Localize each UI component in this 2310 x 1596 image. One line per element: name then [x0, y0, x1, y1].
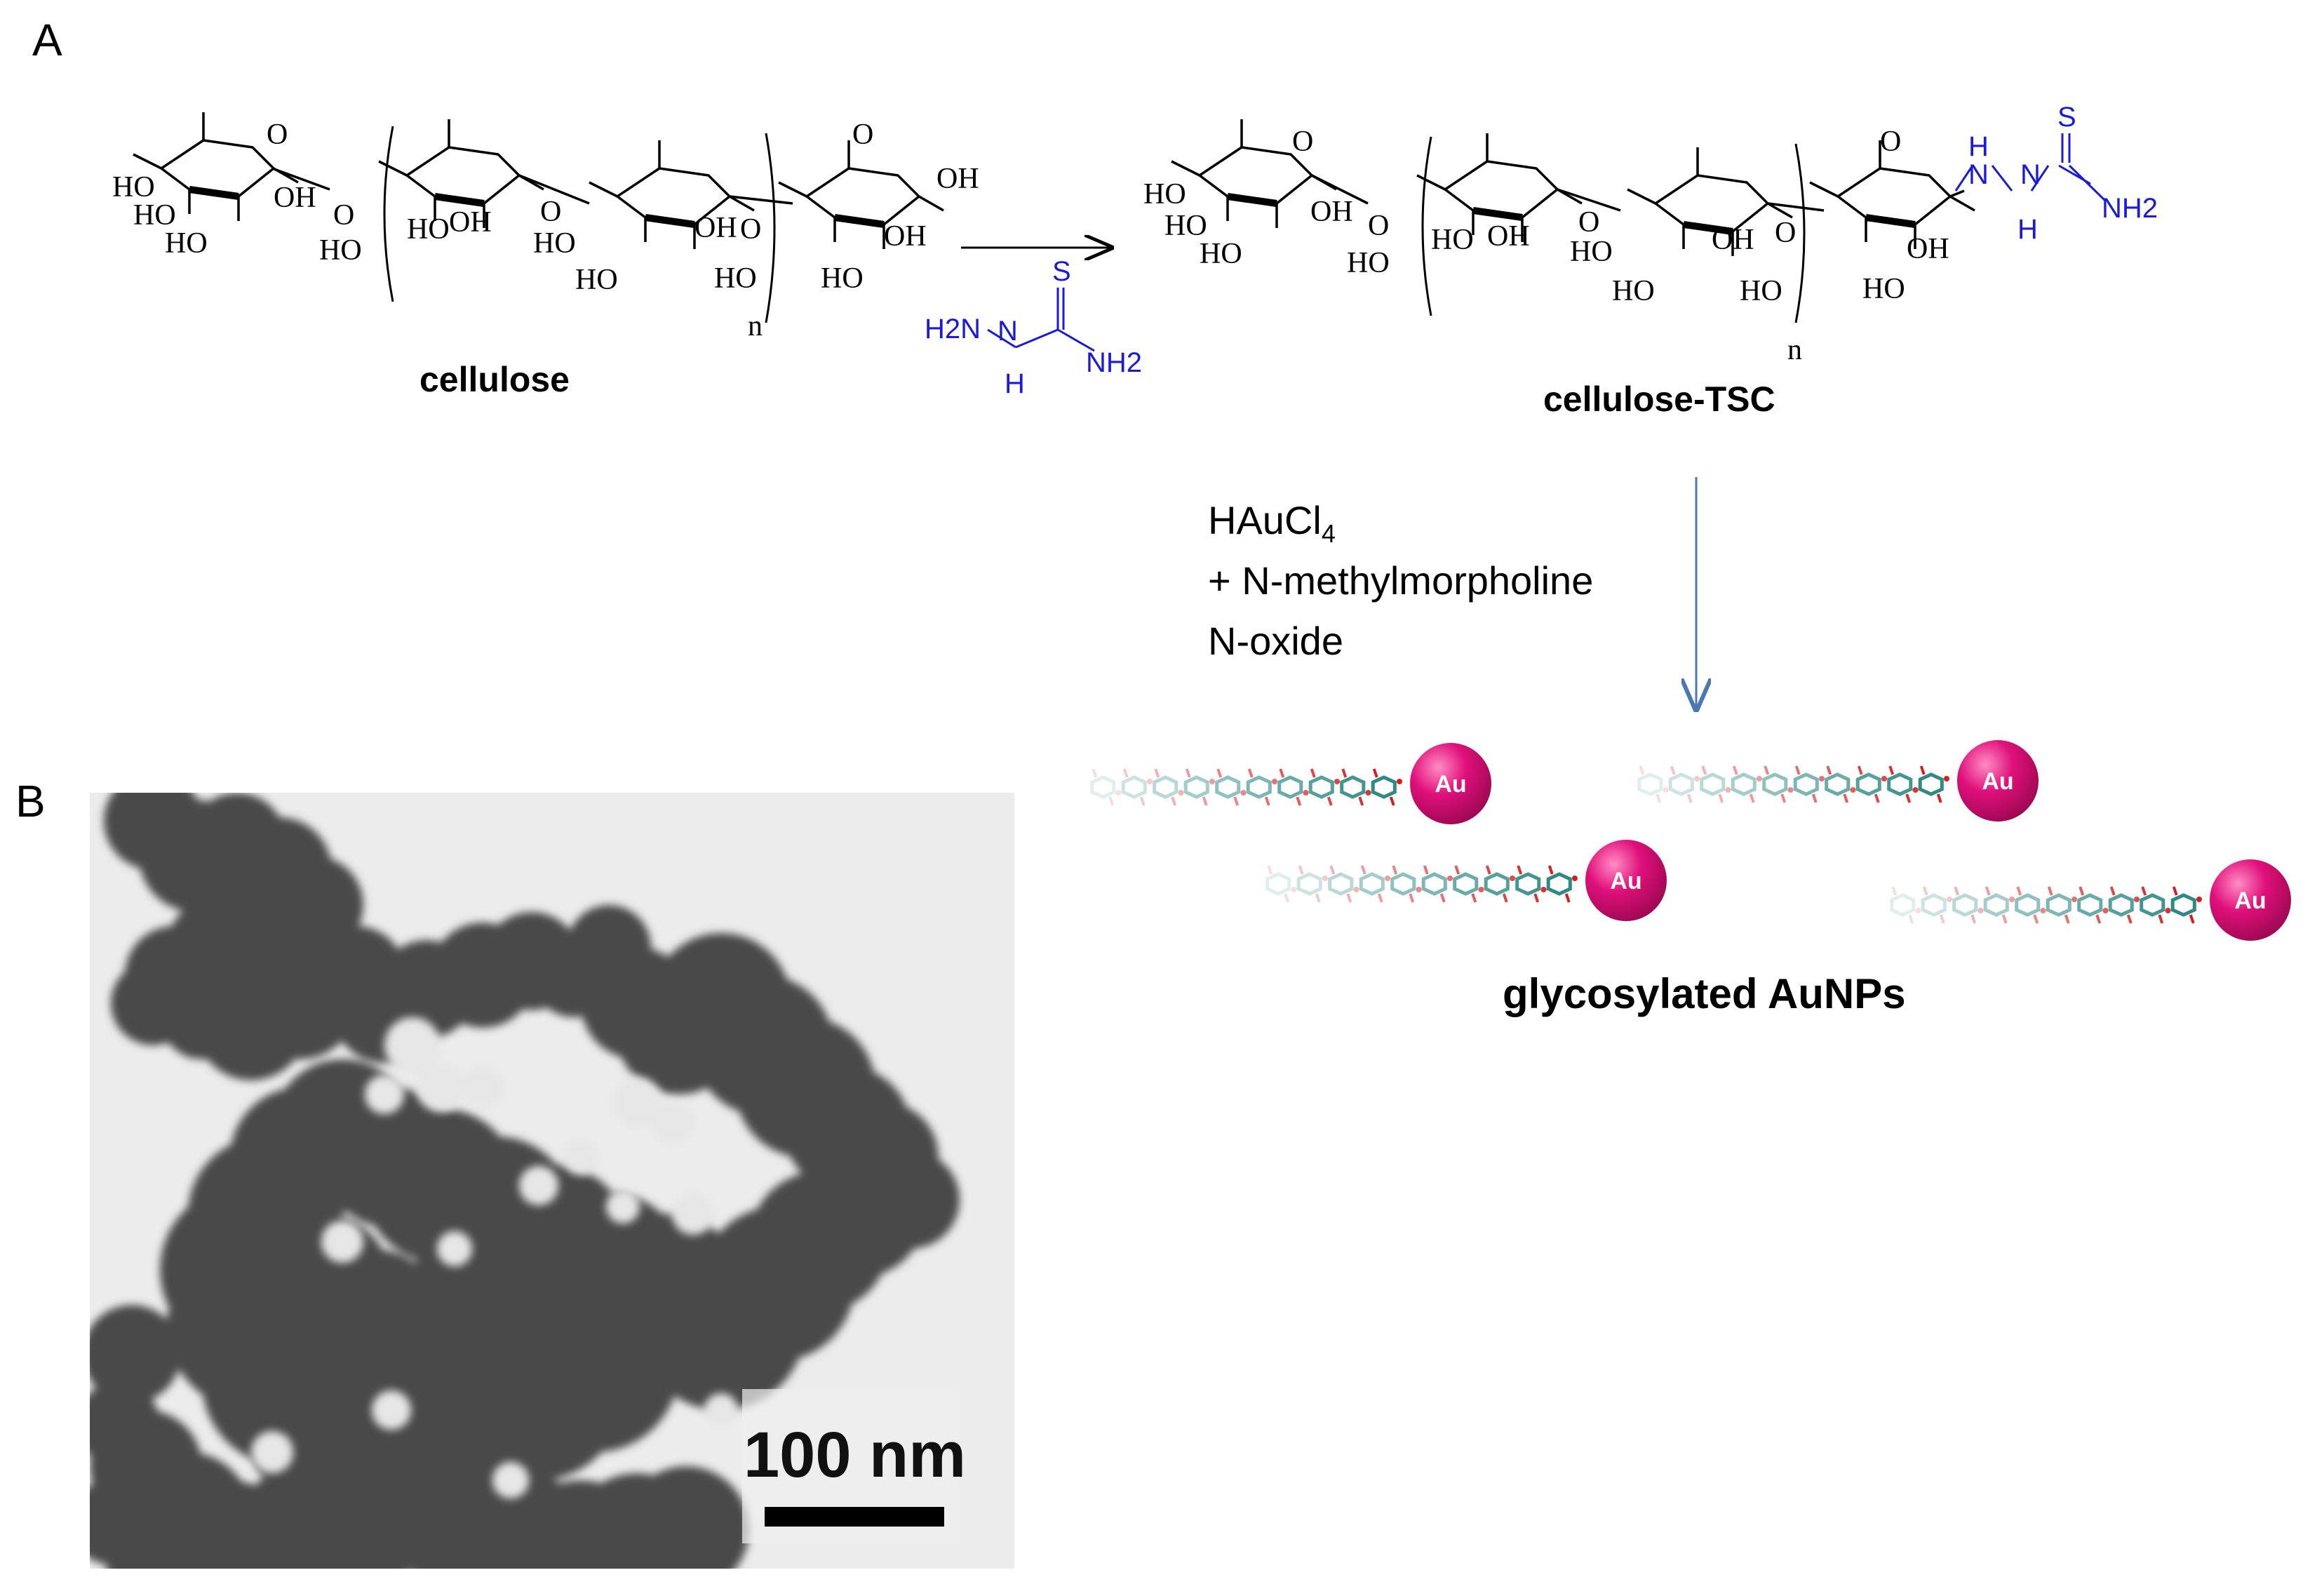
gold-nanoparticle-label: Au: [2234, 887, 2266, 914]
conditions-reagent-formula: HAuCl: [1208, 498, 1322, 542]
ring-oxygen-3: O: [740, 213, 761, 246]
tsc-group-label-10: HO: [1740, 275, 1782, 307]
conditions-line-3: N-oxide: [1208, 619, 1343, 663]
group-label-11: HO: [821, 262, 864, 295]
ring-oxygen-4: O: [852, 119, 873, 151]
tsc-group-label-2: HO: [1200, 238, 1242, 270]
glycan-chain: [1090, 768, 1402, 806]
tsc-ring-oxygen-0: O: [1292, 126, 1313, 158]
group-label-5: HO: [407, 213, 450, 246]
gold-nanoparticle: [1957, 740, 2039, 822]
tsc-group-label-8: HO: [1612, 275, 1655, 307]
tsc-s: S: [2057, 102, 2076, 133]
thiosemicarbazone-group: [1954, 133, 2106, 201]
tsc-group-label-4: HO: [1347, 247, 1390, 279]
tsc-group-label-7: HO: [1570, 236, 1613, 268]
group-label-6: OH: [449, 206, 492, 239]
group-label-4: HO: [319, 234, 362, 267]
gold-nanoparticle: [1585, 840, 1667, 921]
group-label-8: HO: [575, 264, 618, 296]
tsc-h-bottom: H: [2017, 214, 2038, 245]
scale-bar: [765, 1507, 944, 1527]
tsc-n-2: N: [2020, 159, 2041, 190]
tsc-ring-oxygen-2: O: [1578, 206, 1599, 239]
tsc-ring-oxygen-4: O: [1880, 126, 1901, 158]
group-label-2: HO: [165, 227, 208, 260]
tsc-group-label-6: OH: [1487, 220, 1530, 253]
gold-nanoparticle: [1410, 743, 1491, 824]
group-label-12: OH: [884, 220, 927, 253]
cellulose-label: cellulose: [419, 360, 570, 399]
tsc-group-label-9: OH: [1712, 224, 1754, 256]
group-label-10: HO: [714, 262, 757, 295]
scale-bar-label: 100 nm: [744, 1419, 966, 1491]
group-label-13: OH: [936, 163, 979, 195]
reagent-s: S: [1052, 256, 1071, 287]
tsc-h-top: H: [1968, 131, 1989, 162]
tsc-ring-oxygen-1: O: [1368, 210, 1389, 242]
tsc-nh2: NH2: [2102, 193, 2158, 224]
glycan-chain: [1265, 865, 1578, 903]
tsc-group-label-12: OH: [1907, 233, 1949, 265]
product-label: glycosylated AuNPs: [1503, 970, 1906, 1017]
group-label-9: OH: [694, 212, 737, 244]
tsc-group-label-11: HO: [1862, 273, 1905, 305]
group-label-3: OH: [274, 182, 316, 214]
conditions-reagent: HAuCl4: [1208, 491, 1336, 563]
gold-nanoparticle-label: Au: [1982, 768, 2013, 795]
tsc-group-label-1: HO: [1164, 210, 1207, 242]
tsc-group-label-3: OH: [1310, 196, 1353, 228]
group-label-1: HO: [133, 199, 176, 232]
tsc-group-label-0: HO: [1143, 178, 1186, 210]
reagent-nh2: NH2: [1086, 347, 1142, 378]
group-label-0: HO: [112, 171, 155, 203]
group-label-7: HO: [533, 227, 576, 260]
gold-nanoparticle-label: Au: [1610, 868, 1641, 894]
cellulose-tsc-label: cellulose-TSC: [1543, 380, 1775, 419]
ring-oxygen-1: O: [333, 199, 354, 232]
tsc-ring-oxygen-3: O: [1775, 217, 1796, 249]
cellulose-structure: [133, 112, 944, 323]
gold-nanoparticle: [2210, 859, 2291, 941]
tsc-group-label-5: HO: [1431, 224, 1474, 256]
reagent-nh-n: N: [998, 316, 1018, 347]
ring-oxygen-2: O: [540, 196, 561, 228]
ring-oxygen-0: O: [267, 119, 288, 151]
tem-micrograph: 100 nm: [90, 793, 1014, 1569]
gold-nanoparticle-label: Au: [1435, 771, 1466, 798]
conditions-line-2: + N-methylmorpholine: [1208, 558, 1594, 603]
cellulose-tsc-structure: [1171, 119, 1975, 323]
panel-label-a: A: [32, 15, 62, 65]
repeat-n-tsc: n: [1787, 334, 1802, 366]
reagent-nh-h: H: [1005, 368, 1025, 399]
reagent-labels: H2N HN S NH2: [925, 256, 1142, 399]
reagent-h2n: H2N: [925, 314, 981, 344]
tsc-n-1: N: [1968, 159, 1989, 190]
panel-label-b: B: [15, 776, 46, 826]
conditions-reagent-subscript: 4: [1321, 519, 1336, 549]
repeat-n-cellulose: n: [748, 310, 763, 342]
glycan-chain: [1890, 886, 2202, 924]
thiosemicarbazide-reagent: [987, 288, 1095, 352]
glycan-chain: [1637, 765, 1949, 803]
